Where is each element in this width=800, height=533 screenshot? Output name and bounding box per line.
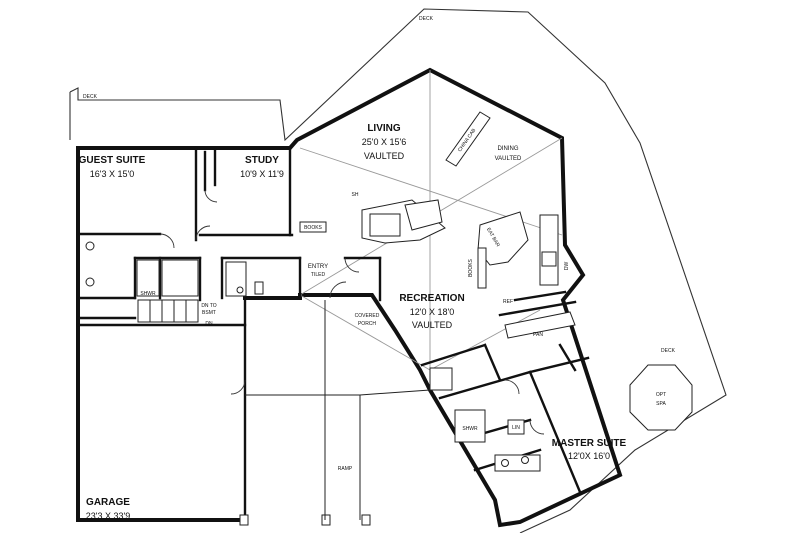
guest-tub — [161, 259, 199, 297]
master-sink-2 — [521, 456, 529, 464]
guest-suite-dims: 16'3 X 15'0 — [90, 169, 134, 179]
living-name: LIVING — [367, 123, 401, 134]
interior-walls — [76, 146, 590, 522]
range — [541, 251, 557, 267]
garage-dims: 23'3 X 33'9 — [86, 511, 130, 521]
deck-outline — [69, 8, 727, 533]
garage-name: GARAGE — [86, 497, 130, 508]
master-suite-dims: 12'0X 16'0 — [568, 451, 610, 461]
books-study-label: BOOKS — [304, 225, 322, 231]
pantry — [504, 311, 576, 339]
lin-label: LIN — [512, 425, 520, 431]
entry-name: ENTRY — [308, 264, 328, 270]
stairs — [137, 299, 199, 323]
guest-toilet — [85, 241, 95, 251]
deck-left-label: DECK — [83, 94, 98, 100]
study-bookshelf — [299, 221, 327, 233]
study-dims: 10'9 X 11'9 — [240, 169, 284, 179]
pan-label: PAN — [533, 332, 543, 338]
entry-note: TILED — [311, 272, 326, 278]
master-sink-1 — [501, 459, 509, 467]
master-shower — [454, 409, 486, 443]
covered-porch-label-2: PORCH — [358, 321, 376, 327]
dining-note: VAULTED — [495, 156, 522, 162]
powder-toilet — [254, 281, 264, 295]
guest-sink — [85, 277, 95, 287]
dining-name: DINING — [498, 146, 519, 152]
recreation-note: VAULTED — [412, 320, 453, 330]
living-note: VAULTED — [364, 151, 405, 161]
guest-shower — [136, 259, 160, 297]
covered-porch-label-1: COVERED — [355, 313, 380, 319]
shwr-guest-label: SHWR — [140, 291, 156, 297]
study-name: STUDY — [245, 155, 279, 166]
garage-post-2 — [321, 514, 331, 526]
master-linen — [507, 419, 525, 435]
dn-to-bsmt-label-2: BSMT — [202, 310, 216, 316]
master-suite-name: MASTER SUITE — [552, 438, 627, 449]
garage-post-3 — [361, 514, 371, 526]
deck-right-label: DECK — [661, 348, 676, 354]
opt-spa-label-1: OPT — [656, 392, 666, 398]
optional-spa — [629, 364, 693, 431]
fixtures — [85, 111, 693, 526]
shwr-master-label: SHWR — [462, 426, 478, 432]
ramp-label: RAMP — [338, 466, 353, 472]
recreation-dims: 12'0 X 18'0 — [410, 307, 454, 317]
porch-ramp-lines — [245, 300, 431, 520]
deck-top-label: DECK — [419, 16, 434, 22]
opt-spa-label-2: SPA — [656, 401, 666, 407]
powder-sink — [236, 286, 244, 294]
china-cabinet — [445, 111, 491, 167]
sh-label: SH — [352, 192, 359, 198]
rec-bookshelf — [477, 247, 487, 289]
pantry-counter — [539, 214, 559, 286]
garage-post-1 — [239, 514, 249, 526]
ref-label: REF — [503, 299, 513, 305]
books-rec-label: BOOKS — [468, 258, 474, 276]
recreation-name: RECREATION — [399, 293, 464, 304]
guest-suite-name: GUEST SUITE — [79, 155, 146, 166]
door-swings — [159, 189, 545, 435]
master-closet — [429, 367, 453, 391]
fireplace — [361, 199, 446, 244]
room-labels: LIVING 25'0 X 15'6 VAULTED DINING VAULTE… — [79, 123, 627, 521]
dn-label: DN — [205, 321, 213, 327]
dw-label: DW — [564, 262, 570, 271]
dn-to-bsmt-label-1: DN TO — [201, 303, 216, 309]
living-dims: 25'0 X 15'6 — [362, 137, 406, 147]
annotations: DECK DECK DECK CHINA CAB BOOKS BOOKS COV… — [83, 16, 676, 472]
